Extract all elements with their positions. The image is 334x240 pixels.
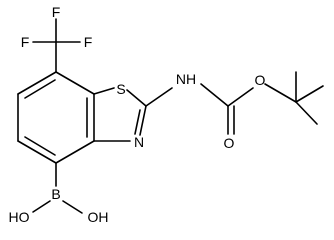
atom-label-ester-oxygen: O xyxy=(255,72,266,88)
bond-c3a-c4 xyxy=(55,140,95,164)
bond-ester-o-tbu xyxy=(264,83,297,103)
bond-c2-n xyxy=(139,105,147,136)
bond-c4-c5-inner xyxy=(24,136,56,156)
atom-label-sulfur: S xyxy=(116,81,125,97)
bond-c2-n-inner xyxy=(134,109,141,135)
atom-label-oh: OH xyxy=(88,209,109,225)
bond-c7a-s xyxy=(93,87,115,95)
atom-label-carbonyl-oxygen: O xyxy=(224,135,235,151)
atom-label-f-top: F xyxy=(52,4,61,20)
bond-c6-c7 xyxy=(17,71,57,95)
boronic-acid-group xyxy=(32,162,83,214)
thiazole-ring xyxy=(93,87,147,142)
atom-label-nitrogen: N xyxy=(134,134,144,150)
atom-label-nh: NH xyxy=(176,71,196,87)
molecule-drawing: F F F S N NH O O B OH HO xyxy=(9,4,324,225)
boc-carbamate xyxy=(145,71,324,135)
atom-label-ho: HO xyxy=(9,209,30,225)
bond-tbu-methyl-right xyxy=(295,85,324,103)
atom-label-boron: B xyxy=(51,186,60,202)
bond-c7-c7a xyxy=(55,71,95,95)
bond-b-oh xyxy=(62,200,83,214)
bond-tbu-methyl-down xyxy=(295,101,318,125)
atom-label-f-left: F xyxy=(21,34,30,50)
trifluoromethyl-group xyxy=(32,18,81,73)
benzene-ring xyxy=(17,71,95,164)
bond-c4-c5 xyxy=(17,140,57,164)
bond-nh-carbonyl xyxy=(200,83,229,107)
atom-label-f-right: F xyxy=(84,34,93,50)
bond-c6-c7-inner xyxy=(24,79,56,99)
bond-carbonyl-ester-o xyxy=(227,87,254,107)
bond-b-ho xyxy=(32,200,51,213)
structure-canvas: F F F S N NH O O B OH HO xyxy=(9,4,324,225)
bond-c2-nh xyxy=(145,87,173,107)
bond-s-c2 xyxy=(126,89,147,107)
